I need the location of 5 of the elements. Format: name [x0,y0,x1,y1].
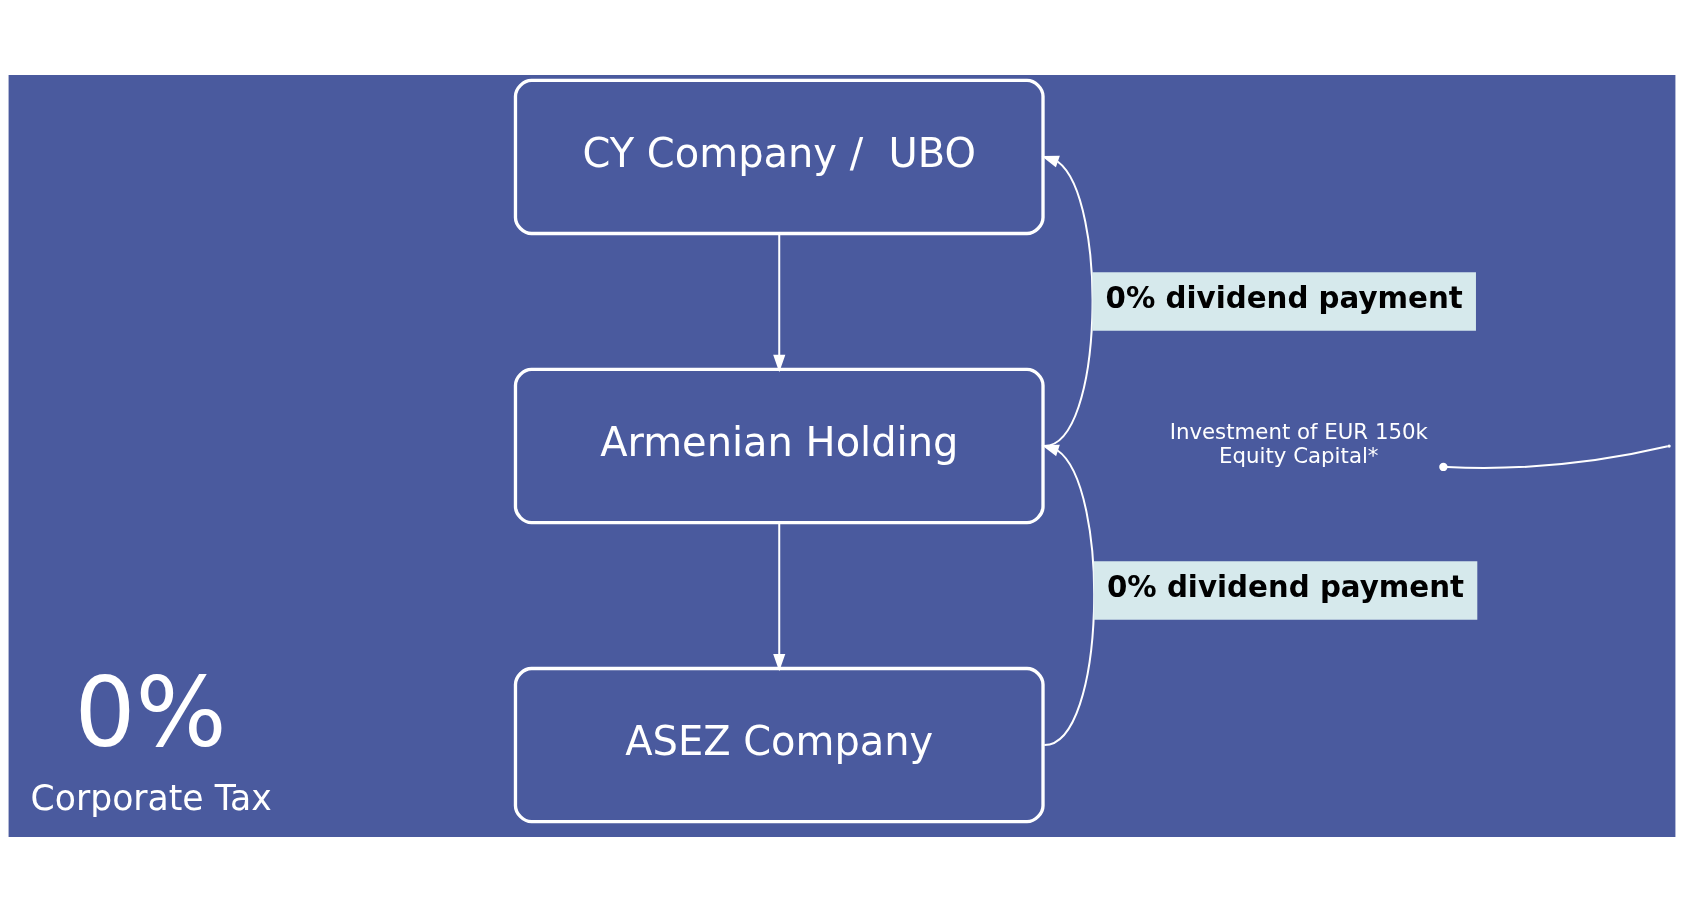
node-text: Investment of EUR 150k Equity Capital* [1169,419,1428,469]
edge-label: 0% dividend payment [1106,569,1465,604]
edge-label: 0% dividend payment [1105,280,1463,315]
label: Corporate Tax [30,778,272,819]
label: 0% [74,656,227,769]
